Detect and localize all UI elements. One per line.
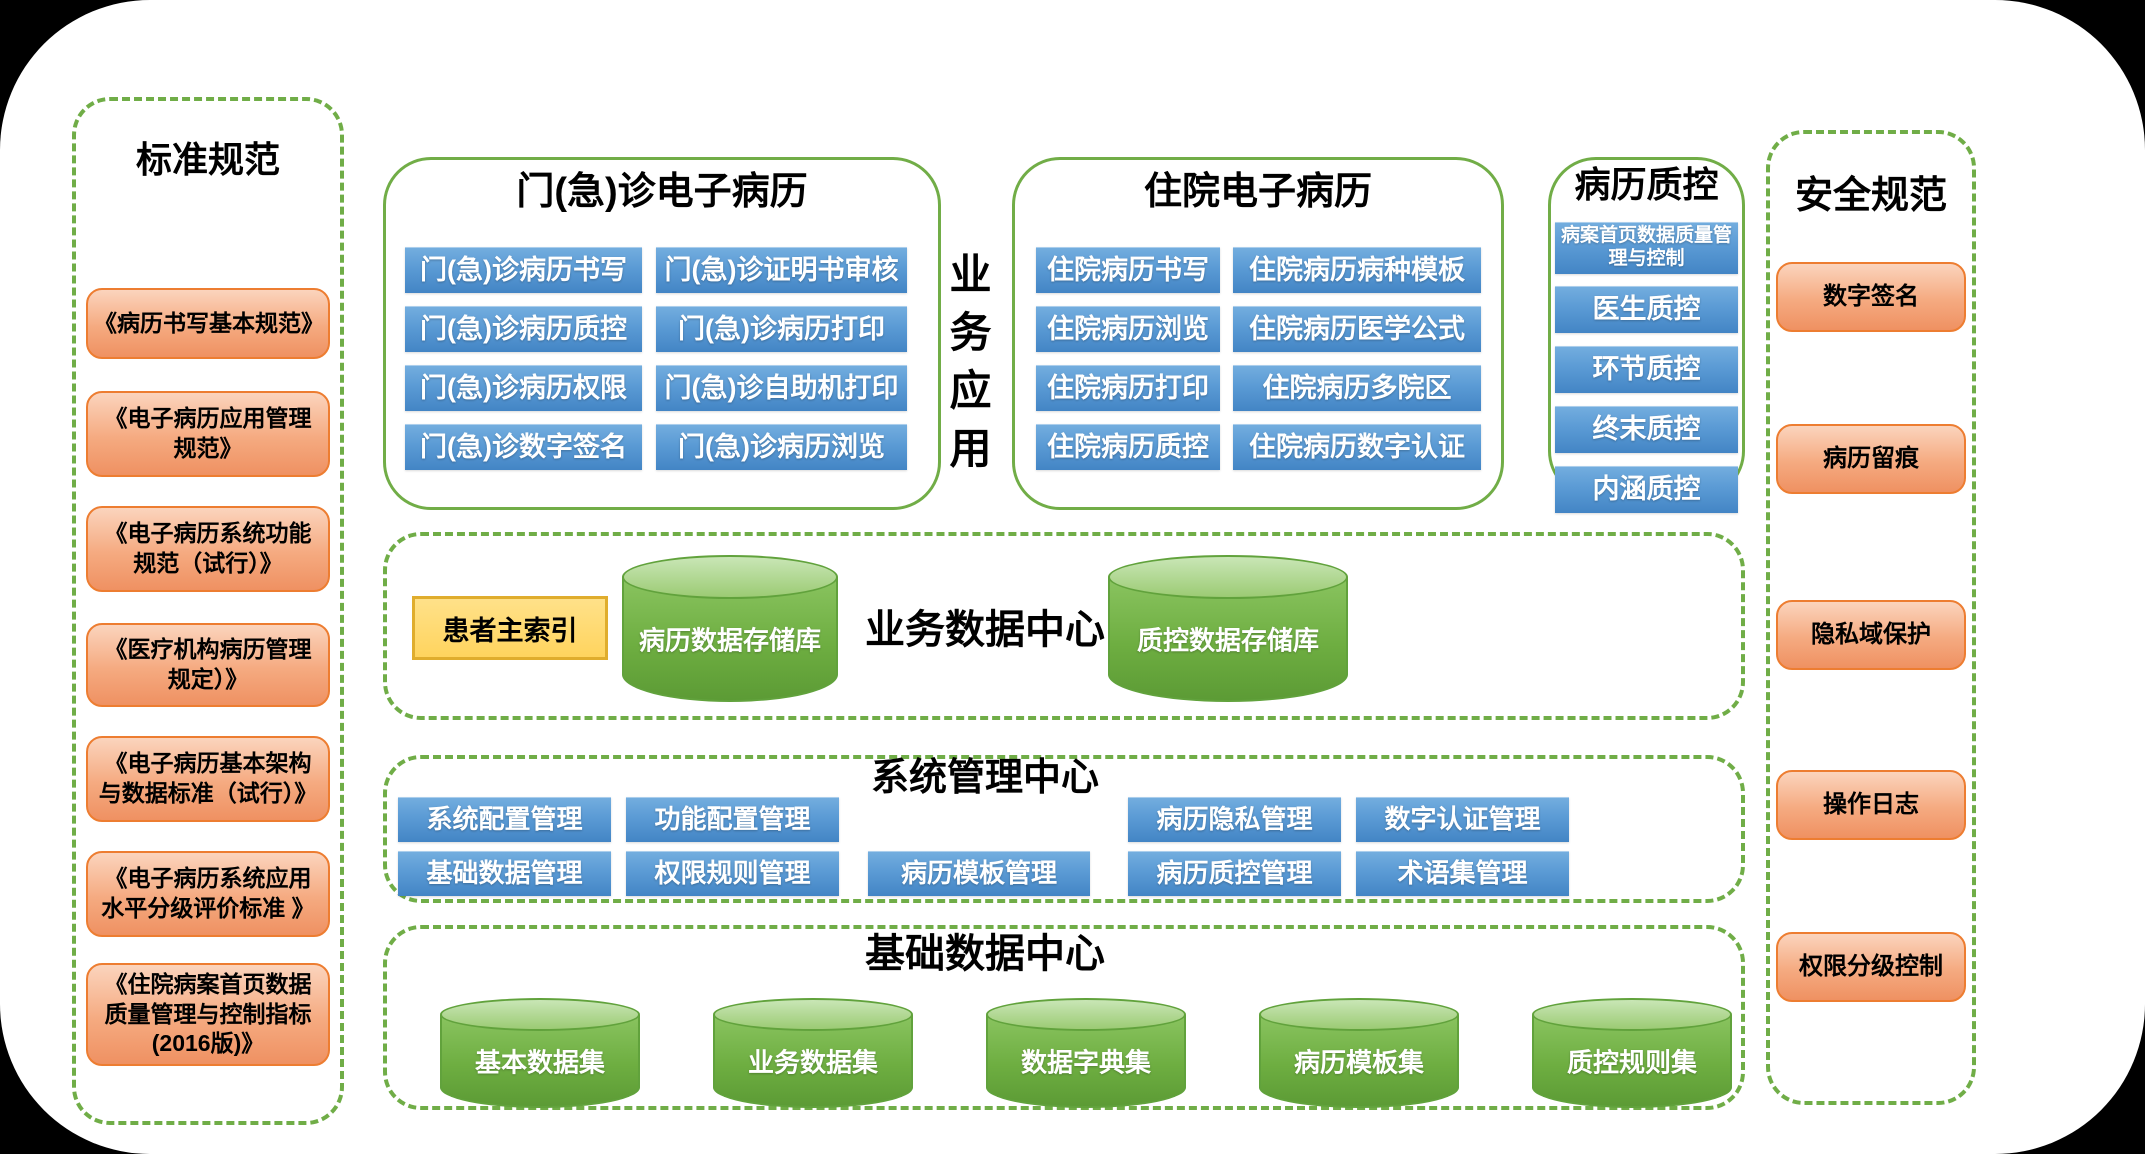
qc-item-box: 病案首页数据质量管理与控制 [1555,222,1738,274]
standard-item-box: 《电子病历系统应用水平分级评价标准 》 [86,851,330,937]
security-item-box: 权限分级控制 [1776,932,1966,1002]
mgmt-module-box: 数字认证管理 [1356,797,1569,842]
inpatient-module-box: 住院病历医学公式 [1233,306,1481,352]
mgmt-module-box: 病历模板管理 [868,851,1090,896]
qc-item-box: 终末质控 [1555,406,1738,453]
outpatient-module-box: 门(急)诊病历浏览 [656,424,907,470]
cylinder-label: 业务数据集 [747,1047,878,1078]
business-data-center-panel [383,532,1745,720]
cylinder-label: 数据字典集 [1020,1047,1151,1078]
cylinder-label: 质控规则集 [1566,1047,1697,1078]
system-mgmt-center-panel [383,755,1745,903]
outpatient-module-box: 门(急)诊数字签名 [405,424,642,470]
standard-item-box: 《电子病历应用管理规范》 [86,391,330,477]
qc-data-repository-cylinder: 质控数据存储库 [1108,555,1348,702]
security-panel [1766,130,1976,1105]
qc-title: 病历质控 [1574,164,1719,205]
outpatient-module-box: 门(急)诊自助机打印 [656,365,907,411]
qc-rules-cylinder: 质控规则集 [1532,998,1732,1108]
inpatient-module-box: 住院病历书写 [1036,247,1220,293]
outpatient-title: 门(急)诊电子病历 [516,171,808,213]
business-dataset-cylinder: 业务数据集 [713,998,913,1108]
cylinder-label: 质控数据存储库 [1136,625,1319,656]
qc-item-box: 医生质控 [1555,286,1738,333]
cylinder-top-ellipse [440,998,640,1031]
cylinder-top-ellipse [713,998,913,1031]
mgmt-module-box: 权限规则管理 [626,851,839,896]
security-item-box: 病历留痕 [1776,424,1966,494]
qc-item-box: 内涵质控 [1555,466,1738,513]
inpatient-module-box: 住院病历打印 [1036,365,1220,411]
cylinder-top-ellipse [1532,998,1732,1031]
security-item-box: 数字签名 [1776,262,1966,332]
basic-data-center-panel [383,925,1745,1110]
outpatient-module-box: 门(急)诊病历书写 [405,247,642,293]
standards-panel [72,97,344,1125]
cylinder-top-ellipse [1259,998,1459,1031]
inpatient-module-box: 住院病历数字认证 [1233,424,1481,470]
system-mgmt-center-title: 系统管理中心 [870,757,1099,799]
patient-index-box: 患者主索引 [412,596,608,660]
outpatient-module-box: 门(急)诊病历质控 [405,306,642,352]
standard-item-box: 《医疗机构病历管理规定）》 [86,623,330,707]
inpatient-module-box: 住院病历病种模板 [1233,247,1481,293]
standards-title: 标准规范 [135,139,280,180]
security-item-box: 操作日志 [1776,770,1966,840]
standard-item-box: 《住院病案首页数据质量管理与控制指标(2016版)》 [86,963,330,1066]
cylinder-top-ellipse [1108,555,1348,600]
mgmt-module-box: 病历隐私管理 [1128,797,1341,842]
inpatient-module-box: 住院病历质控 [1036,424,1220,470]
inpatient-module-box: 住院病历浏览 [1036,306,1220,352]
cylinder-label: 基本数据集 [474,1047,605,1078]
security-item-box: 隐私域保护 [1776,600,1966,670]
standard-item-box: 《电子病历基本架构与数据标准（试行）》 [86,736,330,822]
inpatient-module-box: 住院病历多院区 [1233,365,1481,411]
outpatient-module-box: 门(急)诊证明书审核 [656,247,907,293]
qc-item-box: 环节质控 [1555,346,1738,393]
basic-dataset-cylinder: 基本数据集 [440,998,640,1108]
mgmt-module-box: 病历质控管理 [1128,851,1341,896]
basic-data-center-title: 基础数据中心 [865,932,1105,976]
mgmt-module-box: 基础数据管理 [398,851,611,896]
security-title: 安全规范 [1794,175,1947,217]
inpatient-title: 住院电子病历 [1143,171,1372,213]
cylinder-label: 病历数据存储库 [638,625,821,656]
business-apps-vertical-label: 业务应用 [944,252,991,484]
outpatient-module-box: 门(急)诊病历权限 [405,365,642,411]
cylinder-top-ellipse [622,555,838,600]
standard-item-box: 《电子病历系统功能规范（试行）》 [86,506,330,592]
mgmt-module-box: 系统配置管理 [398,797,611,842]
emr-template-cylinder: 病历模板集 [1259,998,1459,1108]
emr-data-repository-cylinder: 病历数据存储库 [622,555,838,702]
business-data-center-title: 业务数据中心 [865,608,1105,652]
mgmt-module-box: 功能配置管理 [626,797,839,842]
cylinder-body [1108,577,1348,702]
outpatient-module-box: 门(急)诊病历打印 [656,306,907,352]
standard-item-box: 《病历书写基本规范》 [86,288,330,359]
cylinder-top-ellipse [986,998,1186,1031]
data-dictionary-cylinder: 数据字典集 [986,998,1186,1108]
cylinder-label: 病历模板集 [1293,1047,1424,1078]
mgmt-module-box: 术语集管理 [1356,851,1569,896]
